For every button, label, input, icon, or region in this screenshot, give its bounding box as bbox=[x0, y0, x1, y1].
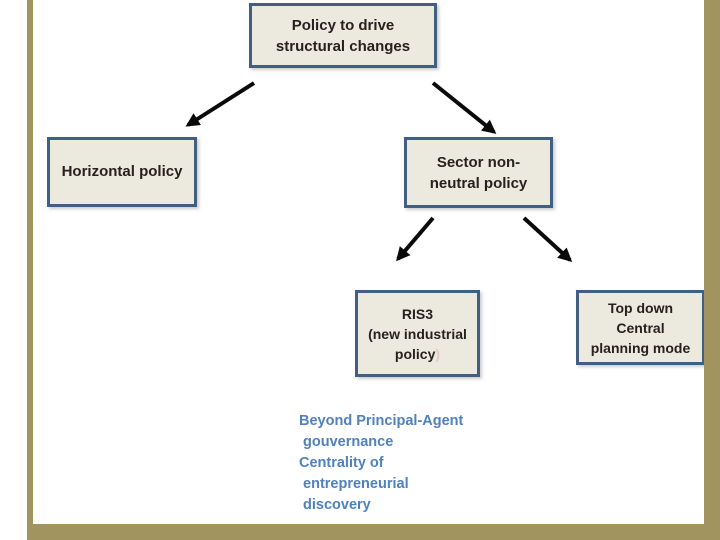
top-down-central-planning-box: Top down Central planning mode bbox=[576, 290, 705, 365]
top-down-central-planning-label: Top down Central planning mode bbox=[590, 299, 691, 356]
slide-border-bottom bbox=[27, 524, 720, 540]
ris3-label: RIS3 (new industrial policy bbox=[368, 305, 467, 362]
arrow-sector-to-ris3 bbox=[396, 216, 435, 262]
arrow-root-to-horizontal bbox=[185, 81, 256, 127]
ris3-paren: ) bbox=[435, 345, 441, 362]
policy-root-label: Policy to drive structural changes bbox=[275, 16, 411, 55]
governance-note-text: Beyond Principal-Agent gouvernance Centr… bbox=[299, 413, 464, 513]
horizontal-policy-box: Horizontal policy bbox=[47, 137, 197, 207]
sector-non-neutral-label: Sector non- neutral policy bbox=[429, 153, 528, 192]
ris3-box: RIS3 (new industrial policy) bbox=[355, 290, 480, 377]
slide-border-right bbox=[704, 0, 720, 540]
sector-non-neutral-box: Sector non- neutral policy bbox=[404, 137, 553, 208]
policy-root-box: Policy to drive structural changes bbox=[249, 3, 437, 68]
arrow-root-to-sector bbox=[431, 81, 497, 134]
horizontal-policy-label: Horizontal policy bbox=[61, 163, 183, 180]
arrow-sector-to-topdown bbox=[522, 216, 573, 263]
slide-border-left bbox=[27, 0, 33, 540]
